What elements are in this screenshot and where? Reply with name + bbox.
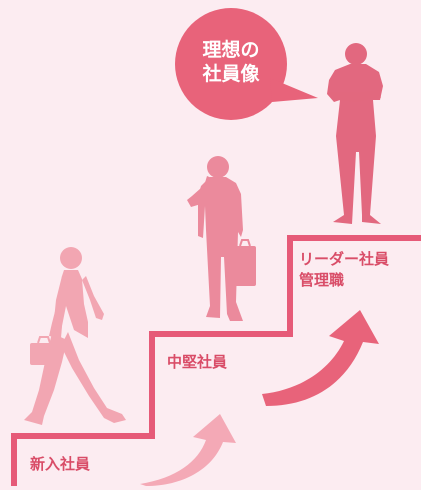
step-label-mid-level-employee: 中堅社員 [167,353,228,371]
speech-bubble [175,8,318,120]
step-label-manager: 管理職 [299,271,345,289]
step-label-leader: リーダー社員 [299,250,390,268]
growth-arrow-light [140,414,236,486]
mid-level-employee-figure [187,156,256,321]
new-employee-figure [24,247,126,425]
ideal-employee-figure [327,43,383,224]
bubble-line-1: 理想の [202,39,260,61]
bubble-line-2: 社員像 [202,63,260,85]
growth-arrow-dark [262,310,379,406]
bubble-label: 理想の 社員像 [176,38,286,86]
step-label-new-employee: 新入社員 [30,455,91,473]
staircase-line [11,235,421,486]
